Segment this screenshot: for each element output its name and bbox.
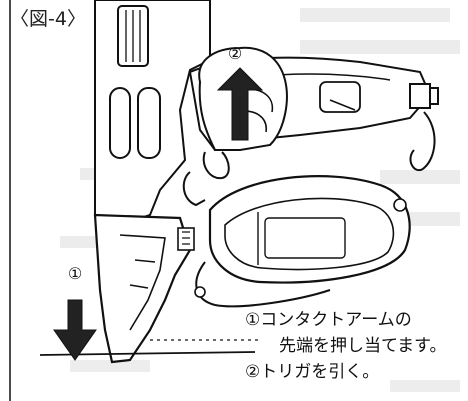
step-marker-2: ② [227, 43, 243, 63]
figure-label: 〈図-4〉 [10, 8, 86, 30]
caption-line-1: ①コンタクトアームの [245, 310, 412, 330]
instruction-caption: ①コンタクトアームの 先端を押し当てます。 ②トリガを引く。 [245, 307, 446, 385]
step-marker-1: ① [67, 263, 83, 283]
caption-line-3: ②トリガを引く。 [245, 362, 380, 382]
caption-line-2: 先端を押し当てます。 [279, 336, 447, 356]
